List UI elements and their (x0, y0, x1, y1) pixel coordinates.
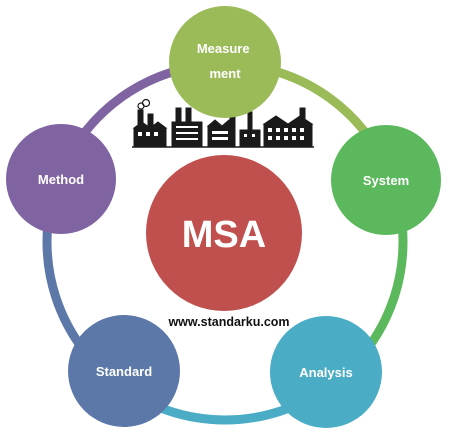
node-measurement-label-line2: ment (209, 66, 241, 81)
node-measurement-label-line1: Measure (197, 41, 250, 56)
node-system: System (331, 125, 441, 235)
node-system-circle (331, 125, 441, 235)
center-circle (146, 155, 302, 311)
node-standard-circle (68, 315, 180, 427)
node-standard-label: Standard (96, 364, 152, 379)
node-method: Method (6, 124, 116, 234)
node-measurement-label: Measure ment (197, 41, 253, 81)
website-label: www.standarku.com (167, 315, 289, 329)
center-node: MSA (146, 155, 302, 311)
node-measurement-circle (169, 6, 281, 118)
node-measurement: Measure ment (169, 6, 281, 118)
node-analysis-circle (270, 316, 382, 428)
factory-buildings-icon (132, 98, 314, 148)
node-analysis: Analysis (270, 316, 382, 428)
node-standard: Standard (68, 315, 180, 427)
center-label: MSA (182, 214, 266, 256)
node-method-circle (6, 124, 116, 234)
node-system-label: System (363, 173, 409, 188)
node-analysis-label: Analysis (299, 365, 352, 380)
node-method-label: Method (38, 172, 84, 187)
